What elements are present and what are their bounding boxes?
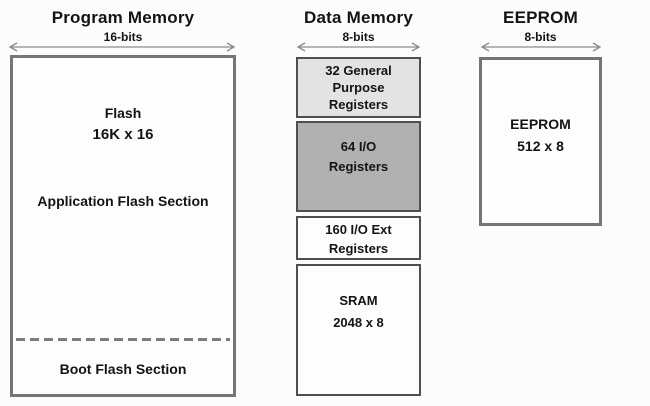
application-flash-section-label: Application Flash Section: [37, 193, 209, 209]
eeprom-bus-width-label: 8-bits: [524, 30, 557, 44]
boot-section-divider: [16, 338, 230, 341]
eeprom-box-labels: EEPROM 512 x 8: [482, 113, 599, 157]
program-memory-bus-width-label: 16-bits: [103, 30, 143, 44]
eeprom-label: EEPROM: [510, 116, 571, 132]
data-memory-bus-width-label: 8-bits: [342, 30, 375, 44]
width-arrow-icon: [296, 41, 421, 53]
section-general-purpose-registers: 32 General Purpose Registers: [296, 57, 421, 118]
flash-size-label: 16K x 16: [92, 126, 154, 143]
section-sram: SRAM 2048 x 8: [296, 264, 421, 396]
eeprom-box: EEPROM 512 x 8: [479, 57, 602, 226]
width-arrow-icon: [8, 41, 236, 53]
flash-label: Flash: [104, 105, 142, 121]
eeprom-title: EEPROM: [503, 8, 578, 27]
data-memory-box: 32 General Purpose Registers 64 I/O Regi…: [296, 57, 421, 396]
program-memory-box: Flash 16K x 16 Application Flash Section…: [10, 55, 236, 397]
section-io-ext-registers: 160 I/O Ext Registers: [296, 216, 421, 260]
program-memory-title: Program Memory: [51, 8, 195, 27]
data-memory-title: Data Memory: [304, 8, 413, 27]
boot-flash-section-label: Boot Flash Section: [59, 361, 187, 377]
section-io-registers: 64 I/O Registers: [296, 121, 421, 212]
width-arrow-icon: [480, 41, 602, 53]
eeprom-size-label: 512 x 8: [517, 138, 564, 154]
